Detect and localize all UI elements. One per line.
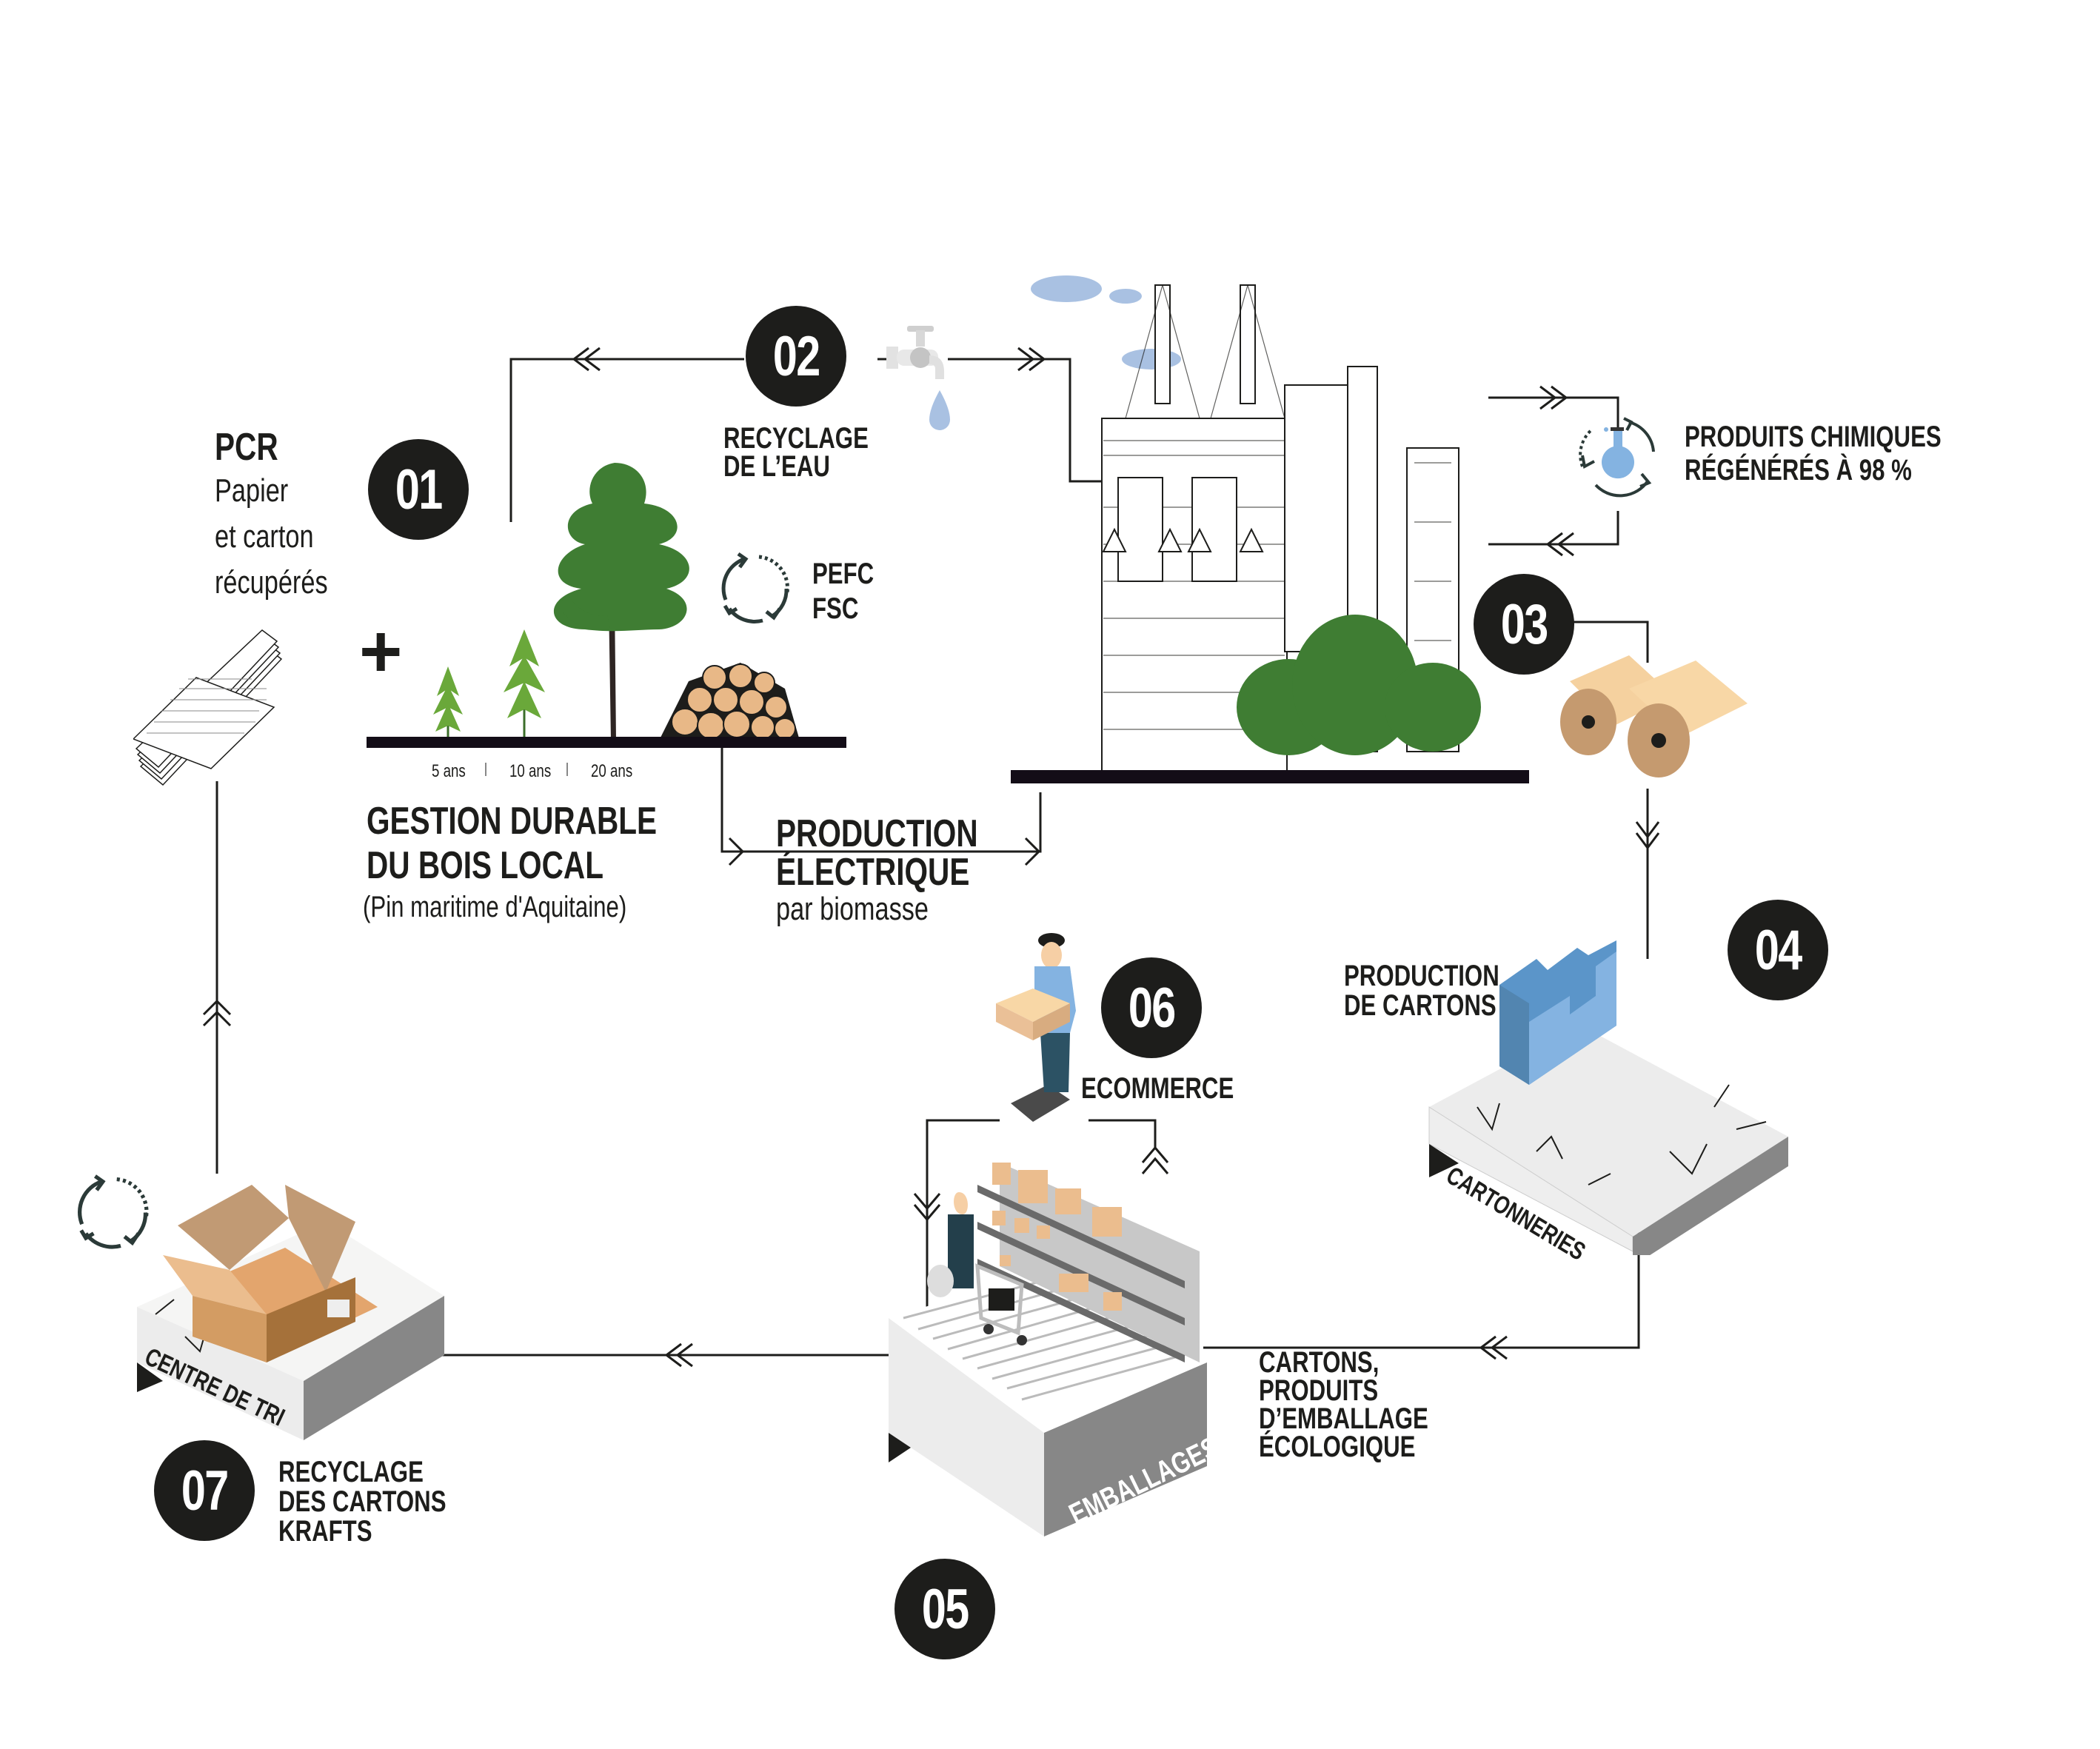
connector-factory-to-chemicals [1488,396,1619,429]
pcr-line-2: et carton [215,518,314,555]
pcr-line-1: Papier [215,472,289,509]
cert-fsc: FSC [812,592,859,625]
chemicals-line-2: RÉGÉNÉRÉS À 98 % [1685,454,1912,486]
step-04-title-line-1: PRODUCTION [1344,960,1499,992]
connector-03-to-rolls [1562,621,1649,663]
chevron-left-icon [572,347,601,372]
chevron-left-icon [664,1342,693,1368]
log-pile-icon [659,663,800,740]
connector-electricity [720,744,1042,853]
sapling-5-years-icon [433,666,463,737]
step-05-title-line-2: PRODUITS [1259,1374,1379,1407]
energy-line-2: ÉLECTRIQUE [776,851,970,894]
chevron-down-icon [1635,821,1660,850]
delivery-person-icon [996,933,1076,1122]
step-05-title-line-1: CARTONS, [1259,1346,1380,1379]
sapling-10-years-icon [504,629,545,737]
paper-stack-icon [133,629,283,786]
age-divider [485,763,486,776]
age-label-10: 10 ans [509,761,552,781]
chevron-down-icon [913,1193,941,1222]
chevron-left-icon [1545,532,1574,557]
step-02-title-line-1: RECYCLAGE [723,422,869,455]
step-05-badge: 05 [894,1559,995,1659]
open-cardboard-box-icon [163,1185,378,1362]
energy-line-3: par biomasse [776,891,929,927]
factory-building-icon [1499,940,1616,1085]
step-07-title-line-3: KRAFTS [278,1515,372,1548]
centre-de-tri-platform [137,1185,444,1440]
step-06-title: ECOMMERCE [1081,1072,1234,1105]
store-shelf-icon [977,1163,1200,1362]
pcr-line-3: récupérés [215,564,328,601]
age-divider [566,763,568,776]
factory-ground-bar [1011,770,1529,783]
chevron-up-icon [1141,1146,1169,1174]
smoke-cloud-icon [1031,275,1181,369]
step-06-badge: 06 [1101,957,1202,1058]
chevron-right-icon [1017,347,1046,372]
connector-02-to-factory [948,358,1111,483]
emballages-platform [889,1163,1207,1536]
connector-chemicals-to-factory [1488,511,1619,546]
step-02-title-line-2: DE L’EAU [723,450,830,483]
age-label-5: 5 ans [432,761,466,781]
step-03-badge: 03 [1474,574,1574,675]
chevron-left-icon [1479,1335,1508,1360]
chemicals-line-1: PRODUITS CHIMIQUES [1685,421,1942,453]
recycle-icon [721,552,789,623]
step-05-title-line-4: ÉCOLOGIQUE [1259,1431,1416,1463]
step-01-title-line-2: DU BOIS LOCAL [367,844,603,887]
step-04-title-line-2: DE CARTONS [1344,989,1497,1022]
plus-sign: + [359,610,403,693]
chevron-right-icon [1539,385,1568,410]
step-05-title-line-3: D’EMBALLAGE [1259,1402,1428,1435]
step-01-badge: 01 [368,439,469,540]
forest-ground-bar [367,737,846,748]
trees-icon [1237,615,1481,755]
connector-01-to-02 [509,358,744,522]
step-07-title-line-1: RECYCLAGE [278,1456,424,1488]
forest-illustration [433,463,800,740]
step-02-badge: 02 [746,306,846,407]
shopper-with-cart-icon [927,1192,1027,1345]
energy-line-1: PRODUCTION [776,812,978,855]
step-01-subtitle: (Pin maritime d'Aquitaine) [363,891,627,923]
connector-05-to-06 [926,1119,1000,1314]
step-07-title-line-2: DES CARTONS [278,1485,447,1518]
paper-rolls-icon [1560,655,1748,777]
paper-mill-illustration [1031,275,1481,775]
step-04-badge: 04 [1728,900,1828,1000]
step-07-badge: 07 [154,1440,255,1541]
chevron-right-icon [728,837,745,866]
water-tap-icon [886,326,950,430]
chemical-flask-recycle-icon [1579,417,1655,498]
pcr-title: PCR [215,426,278,469]
chevron-up-icon [202,999,232,1027]
chevron-right-icon [1024,837,1041,866]
pine-tree-20-years-icon [553,463,689,740]
age-label-20: 20 ans [591,761,633,781]
cartonneries-platform [1428,940,1788,1255]
recycle-icon [78,1174,149,1249]
step-01-title-line-1: GESTION DURABLE [367,800,658,843]
connector-06-to-05 [1089,1119,1157,1148]
cert-pefc: PEFC [812,558,875,590]
flow-chevrons [202,347,1660,1368]
